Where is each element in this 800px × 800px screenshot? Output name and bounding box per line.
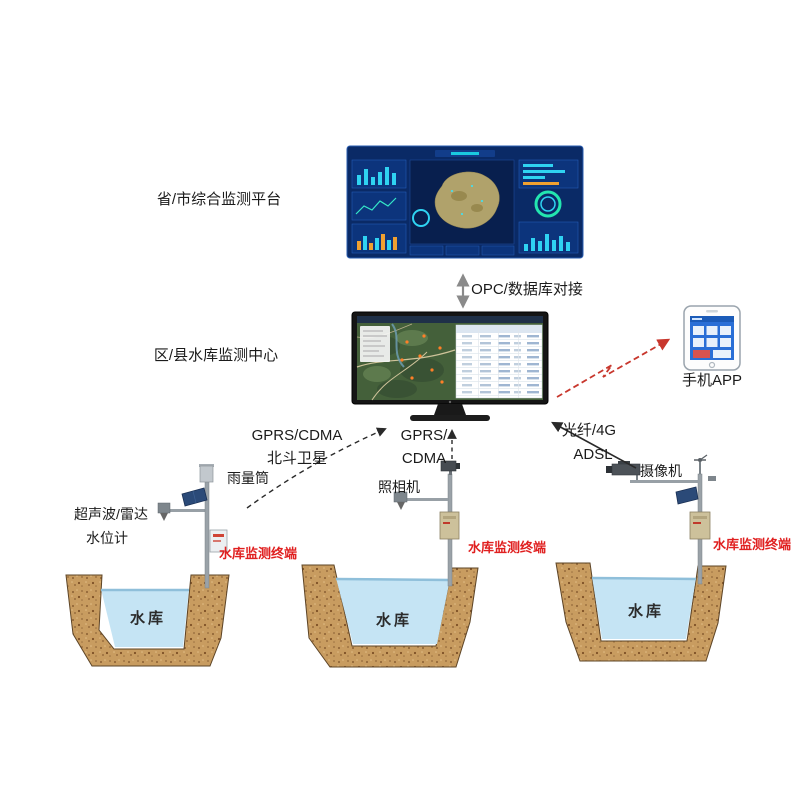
link-middle-label-2: CDMA bbox=[401, 450, 447, 467]
station-right bbox=[606, 454, 716, 585]
provincial-platform-screen bbox=[346, 145, 584, 259]
video-camera-label: 摄像机 bbox=[640, 463, 682, 479]
water-level-label-1: 超声波/雷达 bbox=[74, 506, 148, 522]
water-level-label-2: 水位计 bbox=[86, 530, 128, 546]
center-label: 区/县水库监测中心 bbox=[153, 347, 279, 364]
dashboard-right-charts bbox=[518, 159, 579, 254]
reservoir-label-right: 水库 bbox=[627, 603, 665, 620]
terminal-label-left: 水库监测终端 bbox=[218, 546, 298, 561]
dashboard-left-charts bbox=[351, 159, 407, 254]
rain-gauge-icon bbox=[199, 464, 214, 483]
reservoir-left bbox=[65, 574, 230, 667]
link-arrow-left bbox=[246, 427, 387, 509]
reservoir-label-middle: 水库 bbox=[375, 612, 413, 629]
monitor-data-table bbox=[455, 324, 543, 399]
opc-link-label: OPC/数据库对接 bbox=[471, 281, 583, 298]
monitor-layer-panel bbox=[360, 326, 390, 362]
link-left-label-2: 北斗卫星 bbox=[266, 450, 328, 467]
photo-camera-label: 照相机 bbox=[378, 479, 420, 495]
monitor-map-markers bbox=[400, 334, 444, 384]
link-middle-label-1: GPRS/ bbox=[400, 427, 448, 444]
link-arrow-right bbox=[551, 421, 637, 469]
video-camera-icon bbox=[606, 461, 641, 480]
terminal-box-middle-icon bbox=[439, 511, 460, 540]
reservoir-right bbox=[555, 562, 727, 662]
monitor-stand bbox=[410, 404, 490, 421]
photo-camera-icon bbox=[440, 460, 460, 475]
link-left-label-1: GPRS/CDMA bbox=[251, 427, 343, 444]
water-level-sensor-icon bbox=[157, 502, 171, 521]
terminal-label-middle: 水库监测终端 bbox=[467, 540, 547, 555]
terminal-box-left-icon bbox=[209, 529, 228, 553]
red-wireless-link-arrow bbox=[556, 338, 671, 398]
station-left bbox=[157, 464, 228, 589]
county-monitor-screen bbox=[351, 311, 549, 421]
dashboard-map bbox=[409, 159, 515, 245]
reservoir-middle bbox=[301, 564, 479, 668]
terminal-label-right: 水库监测终端 bbox=[712, 537, 792, 552]
link-right-label-1: 光纤/4G bbox=[561, 422, 617, 439]
water-left bbox=[101, 589, 189, 647]
wind-sensor-icon bbox=[694, 454, 708, 474]
water-middle bbox=[336, 578, 450, 644]
station-middle bbox=[393, 460, 460, 587]
mobile-app-label: 手机APP bbox=[681, 372, 743, 389]
reservoir-label-left: 水库 bbox=[129, 610, 167, 627]
platform-label: 省/市综合监测平台 bbox=[156, 191, 282, 208]
phone-home-button bbox=[708, 361, 716, 369]
solar-panel-icon bbox=[181, 487, 208, 507]
mobile-phone bbox=[683, 305, 741, 371]
solar-panel-right-icon bbox=[675, 486, 699, 505]
water-right bbox=[592, 577, 696, 639]
water-level-sensor-middle-icon bbox=[393, 491, 408, 510]
terminal-box-right-icon bbox=[689, 511, 711, 540]
rain-gauge-label: 雨量筒 bbox=[227, 470, 269, 486]
link-right-label-2: ADSL bbox=[573, 446, 613, 463]
